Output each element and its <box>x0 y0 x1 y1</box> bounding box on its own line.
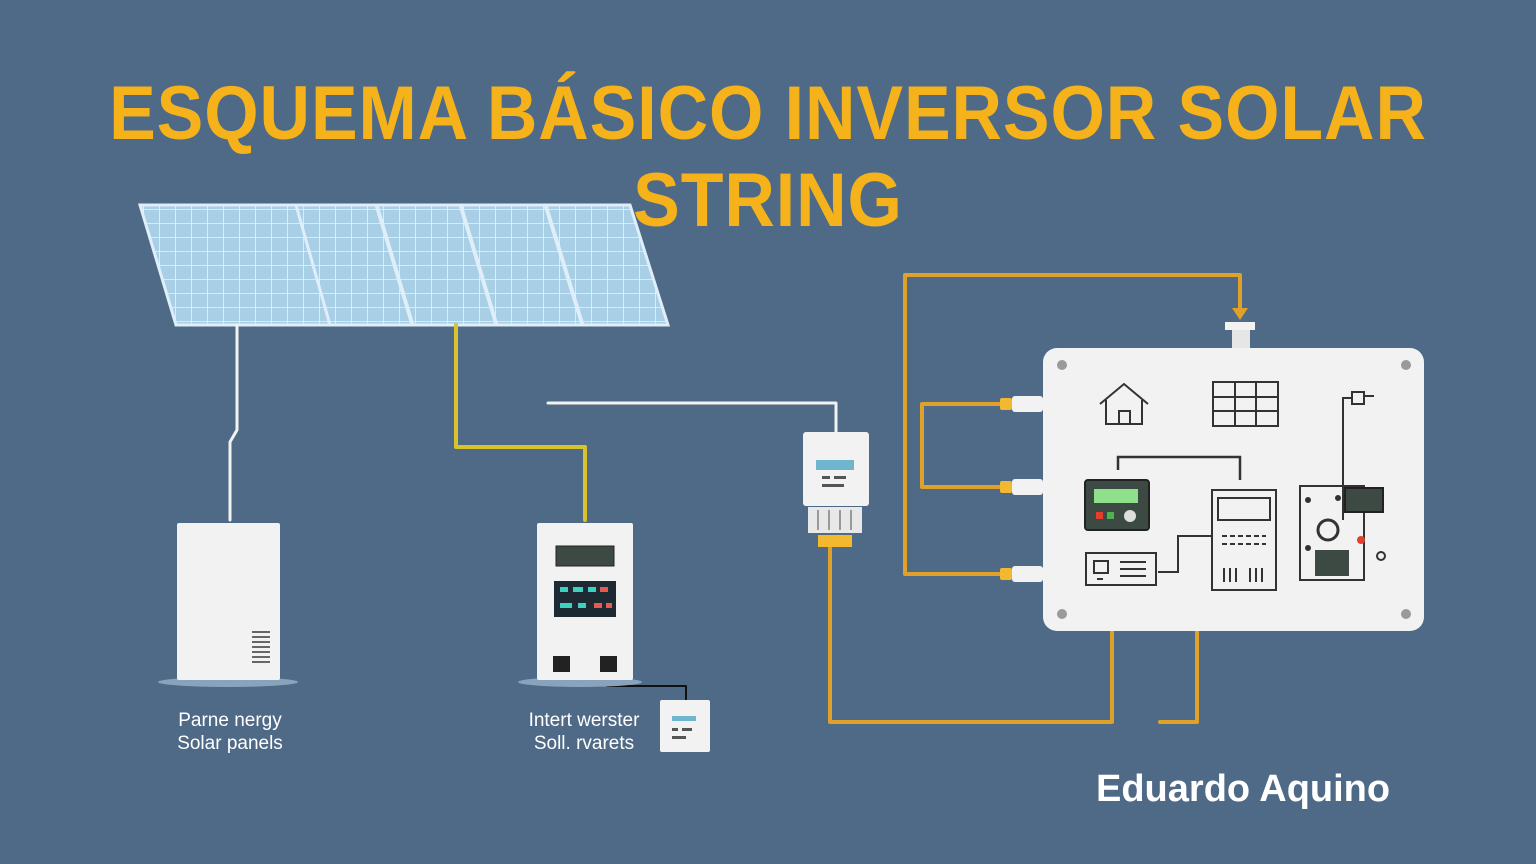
small-meter-icon <box>660 700 710 752</box>
orange-wire-bottom <box>828 546 1114 724</box>
battery-unit-icon <box>1085 552 1157 586</box>
white-wire-center <box>546 401 838 434</box>
arrow-down-icon <box>1232 308 1248 320</box>
yellow-wire <box>454 323 587 522</box>
breaker-cabinet-icon <box>1211 489 1277 591</box>
white-wire-left <box>228 323 239 522</box>
middle-device-label-line1: Intert werster <box>528 710 640 731</box>
solar-panel-array-icon <box>137 203 671 327</box>
page-title: ESQUEMA BÁSICO INVERSOR SOLAR STRING <box>109 71 1427 243</box>
orange-wire-loop-top <box>903 273 1242 576</box>
left-device-label-line1: Parne nergy <box>178 710 282 731</box>
middle-device-label-line2: Soll. rvarets <box>533 733 635 754</box>
orange-wire-loop-inner <box>920 402 1005 489</box>
control-display-icon <box>1084 479 1150 531</box>
middle-inverter-icon <box>518 523 642 687</box>
plug-icon <box>1342 391 1374 520</box>
left-device-icon <box>158 523 298 687</box>
solar-panel <box>543 203 671 327</box>
combiner-box-icon <box>803 432 869 547</box>
grid-meter-icon <box>1212 381 1279 427</box>
house-icon <box>1099 382 1149 425</box>
orange-wire-bottom-right <box>1158 630 1199 724</box>
author-credit: Eduardo Aquino <box>1096 768 1391 810</box>
left-device-label-line2: Solar panels <box>177 733 283 754</box>
wall-socket-icon <box>1299 485 1386 581</box>
main-distribution-panel <box>1000 322 1424 631</box>
middle-device-label: Intert werster Soll. rvarets <box>506 709 662 755</box>
left-device-label: Parne nergy Solar panels <box>150 709 310 755</box>
